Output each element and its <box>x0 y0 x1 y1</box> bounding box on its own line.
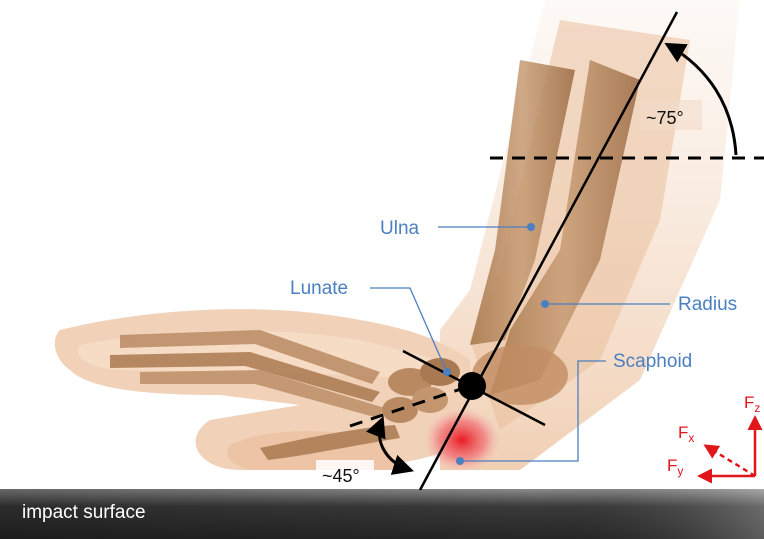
lunate-label-text: Lunate <box>290 278 348 299</box>
ulna-label-text: Ulna <box>380 218 420 239</box>
radius-label-text: Radius <box>678 294 737 315</box>
wrist-pivot-dot <box>458 372 486 400</box>
svg-text:Fx: Fx <box>678 423 694 445</box>
angle-45-label: ~45° <box>322 466 360 486</box>
fy-subscript: y <box>677 464 683 478</box>
fz-label: F <box>744 393 754 412</box>
scaphoid-label-text: Scaphoid <box>613 351 692 372</box>
angle-75-label: ~75° <box>646 108 684 128</box>
svg-text:Fy: Fy <box>667 456 683 478</box>
fx-label: F <box>678 423 688 442</box>
svg-text:Fz: Fz <box>744 393 760 415</box>
fy-label: F <box>667 456 677 475</box>
force-vectors: Fz Fx Fy <box>667 393 760 478</box>
fx-subscript: x <box>688 431 694 445</box>
impact-surface-label: impact surface <box>22 502 146 524</box>
fz-subscript: z <box>754 401 760 415</box>
